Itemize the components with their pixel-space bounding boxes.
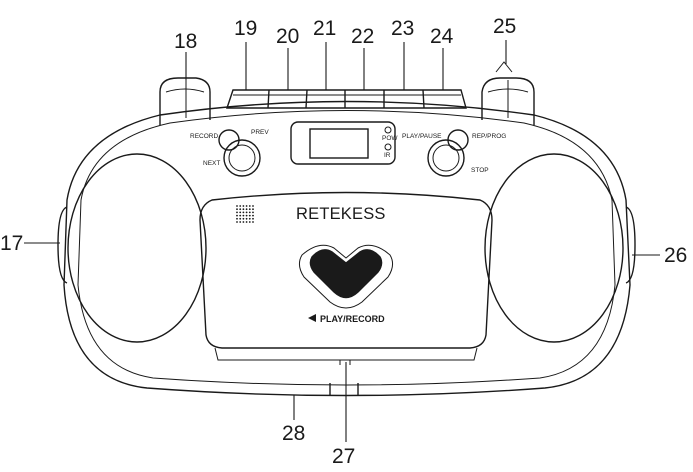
grille-dot <box>242 214 245 217</box>
grille-dot <box>245 217 248 220</box>
grille-dot <box>242 208 245 211</box>
boombox-body <box>57 100 636 397</box>
callout-20: 20 <box>276 25 299 48</box>
ir-label: IR <box>384 152 391 159</box>
grille-dot <box>242 221 245 223</box>
grille-dot <box>239 217 242 220</box>
callout-27: 27 <box>332 445 355 468</box>
callout-22: 22 <box>351 25 374 48</box>
grille-dot <box>248 221 251 223</box>
grille-dot <box>236 208 238 211</box>
control-panel: RECORD PREV NEXT PLAY/PAUSE REP/PROG STO… <box>190 121 506 177</box>
grille-dot <box>239 211 242 214</box>
play-pause-label: PLAY/PAUSE <box>402 133 442 140</box>
grille-dot <box>248 211 251 214</box>
grille-dot <box>239 214 242 217</box>
left-speaker <box>67 153 207 343</box>
grille-dot <box>248 208 251 211</box>
grille-dot <box>252 205 254 207</box>
grille-dot <box>245 208 248 211</box>
grille-dot <box>252 208 254 211</box>
callout-28: 28 <box>282 422 305 445</box>
callout-25: 25 <box>493 15 516 38</box>
grille-dot <box>236 217 238 220</box>
play-arrow-icon <box>308 314 316 322</box>
grille-dot <box>239 208 242 211</box>
callout-numbers: 18 19 20 21 22 23 24 25 17 26 28 27 <box>0 15 687 468</box>
grille-dot <box>236 214 238 217</box>
grille-dot <box>252 217 254 220</box>
grille-dots-icon <box>236 205 254 223</box>
grille-dot <box>242 217 245 220</box>
callout-24: 24 <box>430 25 454 48</box>
record-label: RECORD <box>190 133 218 140</box>
pow-label: POW <box>382 135 398 142</box>
cassette-door: RETEKESS PLAY/RECORD <box>199 191 493 365</box>
grille-dot <box>245 211 248 214</box>
rep-prog-label: REP/PROG <box>472 133 506 140</box>
leader-lines <box>24 40 660 442</box>
grille-dot <box>252 211 254 214</box>
grille-dot <box>245 214 248 217</box>
cassette-keys <box>226 89 467 109</box>
callout-21: 21 <box>313 17 336 40</box>
grille-dot <box>236 211 238 214</box>
right-speaker <box>484 153 624 343</box>
grille-dot <box>239 205 242 207</box>
grille-dot <box>236 221 238 223</box>
grille-dot <box>248 217 251 220</box>
grille-dot <box>242 211 245 214</box>
grille-dot <box>239 221 242 223</box>
prev-label: PREV <box>251 129 269 136</box>
brand-logo: RETEKESS <box>296 205 386 223</box>
grille-dot <box>248 205 251 207</box>
callout-23: 23 <box>391 17 414 40</box>
grille-dot <box>242 205 245 207</box>
grille-dot <box>252 221 254 223</box>
next-label: NEXT <box>203 160 220 167</box>
grille-dot <box>245 221 248 223</box>
eject-v-button[interactable] <box>309 249 383 299</box>
callout-19: 19 <box>234 17 257 40</box>
stop-label: STOP <box>471 167 489 174</box>
grille-dot <box>248 214 251 217</box>
grille-dot <box>236 205 238 207</box>
callout-17: 17 <box>0 232 23 255</box>
right-handle-knob <box>481 61 535 125</box>
play-record-label: PLAY/RECORD <box>320 314 385 324</box>
grille-dot <box>245 205 248 207</box>
callout-26: 26 <box>664 244 687 267</box>
grille-dot <box>252 214 254 217</box>
left-handle-knob <box>159 77 211 125</box>
callout-18: 18 <box>174 30 197 53</box>
